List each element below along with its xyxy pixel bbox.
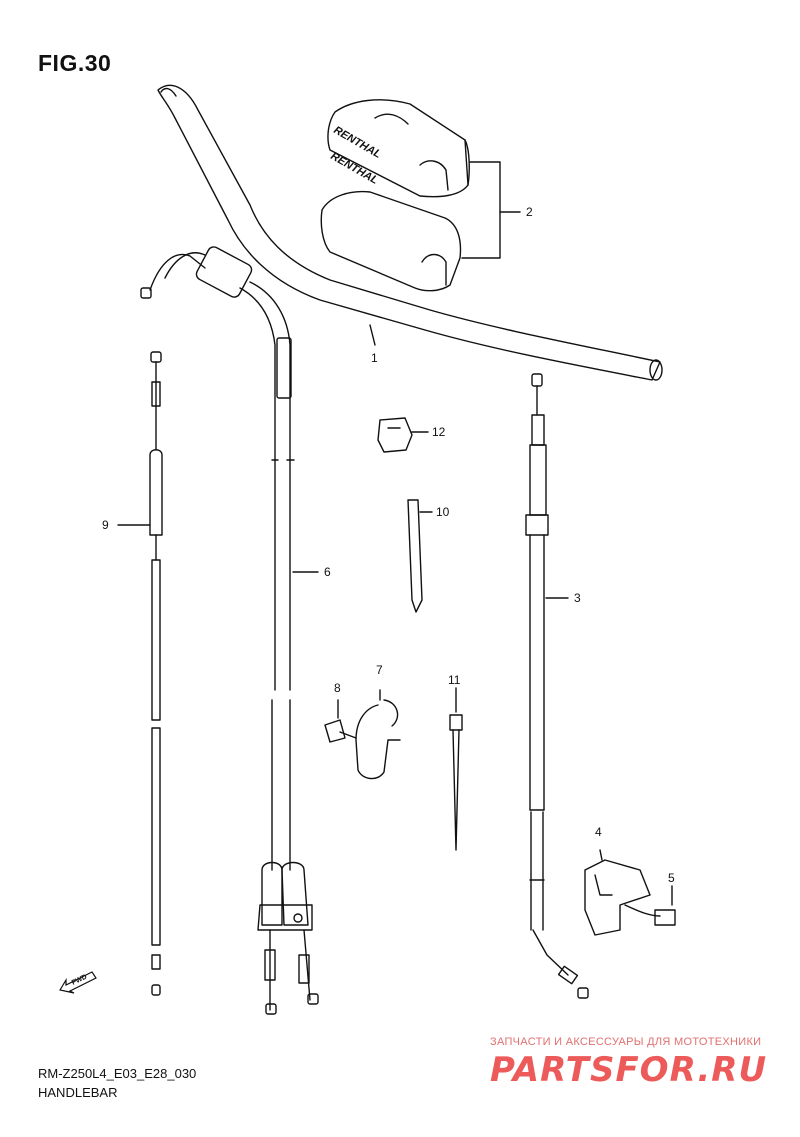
cable-clamp-bracket-part [355, 689, 401, 780]
model-code: RM-Z250L4_E03_E28_030 [38, 1066, 197, 1081]
callout-2: 2 [526, 205, 533, 219]
callout-1: 1 [371, 351, 378, 365]
callout-11: 11 [448, 673, 461, 687]
clamp-bolt-part [624, 885, 676, 926]
callout-4: 4 [595, 825, 602, 839]
cable-band-part [449, 687, 463, 851]
cable-clip-part [377, 417, 429, 453]
watermark-tagline: ЗАПЧАСТИ И АКСЕССУАРЫ ДЛЯ МОТОТЕХНИКИ [490, 1036, 762, 1048]
fwd-arrow-icon: FWD [59, 971, 97, 994]
callout-12: 12 [432, 425, 446, 439]
callout-9: 9 [102, 518, 109, 532]
section-name: HANDLEBAR [38, 1085, 118, 1100]
watermark-logo: PARTSFOR.RU [490, 1050, 768, 1090]
hot-start-cable-part [149, 351, 163, 996]
callout-7: 7 [376, 663, 383, 677]
handlebar-part [157, 84, 663, 381]
bracket-bolt-part [324, 699, 357, 743]
cable-tie-part [407, 499, 433, 613]
cable-clamp-part [584, 849, 651, 936]
callout-6: 6 [324, 565, 331, 579]
callout-3: 3 [574, 591, 581, 605]
pad-brand-lettering: RENTHAL RENTHAL [329, 124, 384, 187]
clutch-cable-part [525, 373, 589, 999]
handlebar-pad-bottom [320, 190, 462, 292]
callout-8: 8 [334, 681, 341, 695]
callout-labels: 1 2 3 4 5 6 7 8 9 10 11 12 [102, 205, 675, 885]
handlebar-pad-top [327, 99, 470, 198]
callout-5: 5 [668, 871, 675, 885]
figure-title: FIG.30 [38, 50, 112, 76]
throttle-cable-part [140, 246, 319, 1015]
callout-10: 10 [436, 505, 450, 519]
